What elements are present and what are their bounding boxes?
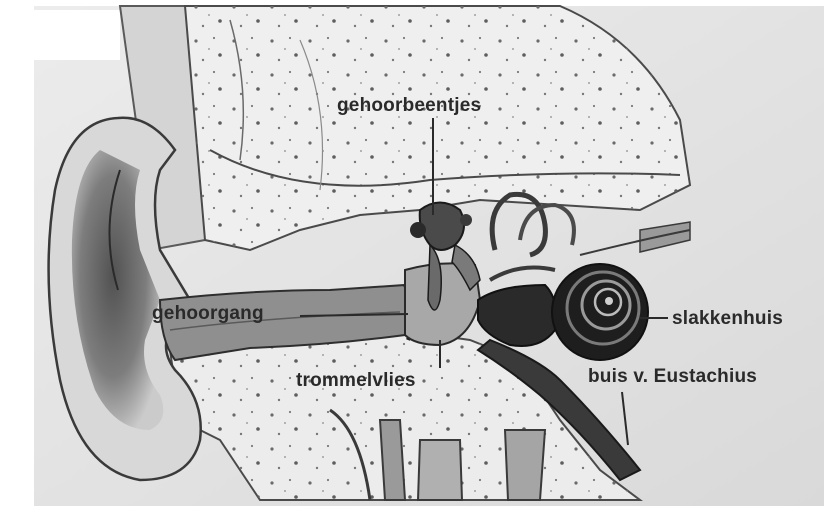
- label-cochlea: slakkenhuis: [672, 308, 783, 330]
- label-eustachian-tube: buis v. Eustachius: [588, 366, 757, 388]
- label-eardrum: trommelvlies: [296, 370, 416, 392]
- label-ear-canal: gehoorgang: [152, 303, 264, 325]
- label-ossicles: gehoorbeentjes: [337, 95, 481, 117]
- blank-corner: [30, 10, 120, 60]
